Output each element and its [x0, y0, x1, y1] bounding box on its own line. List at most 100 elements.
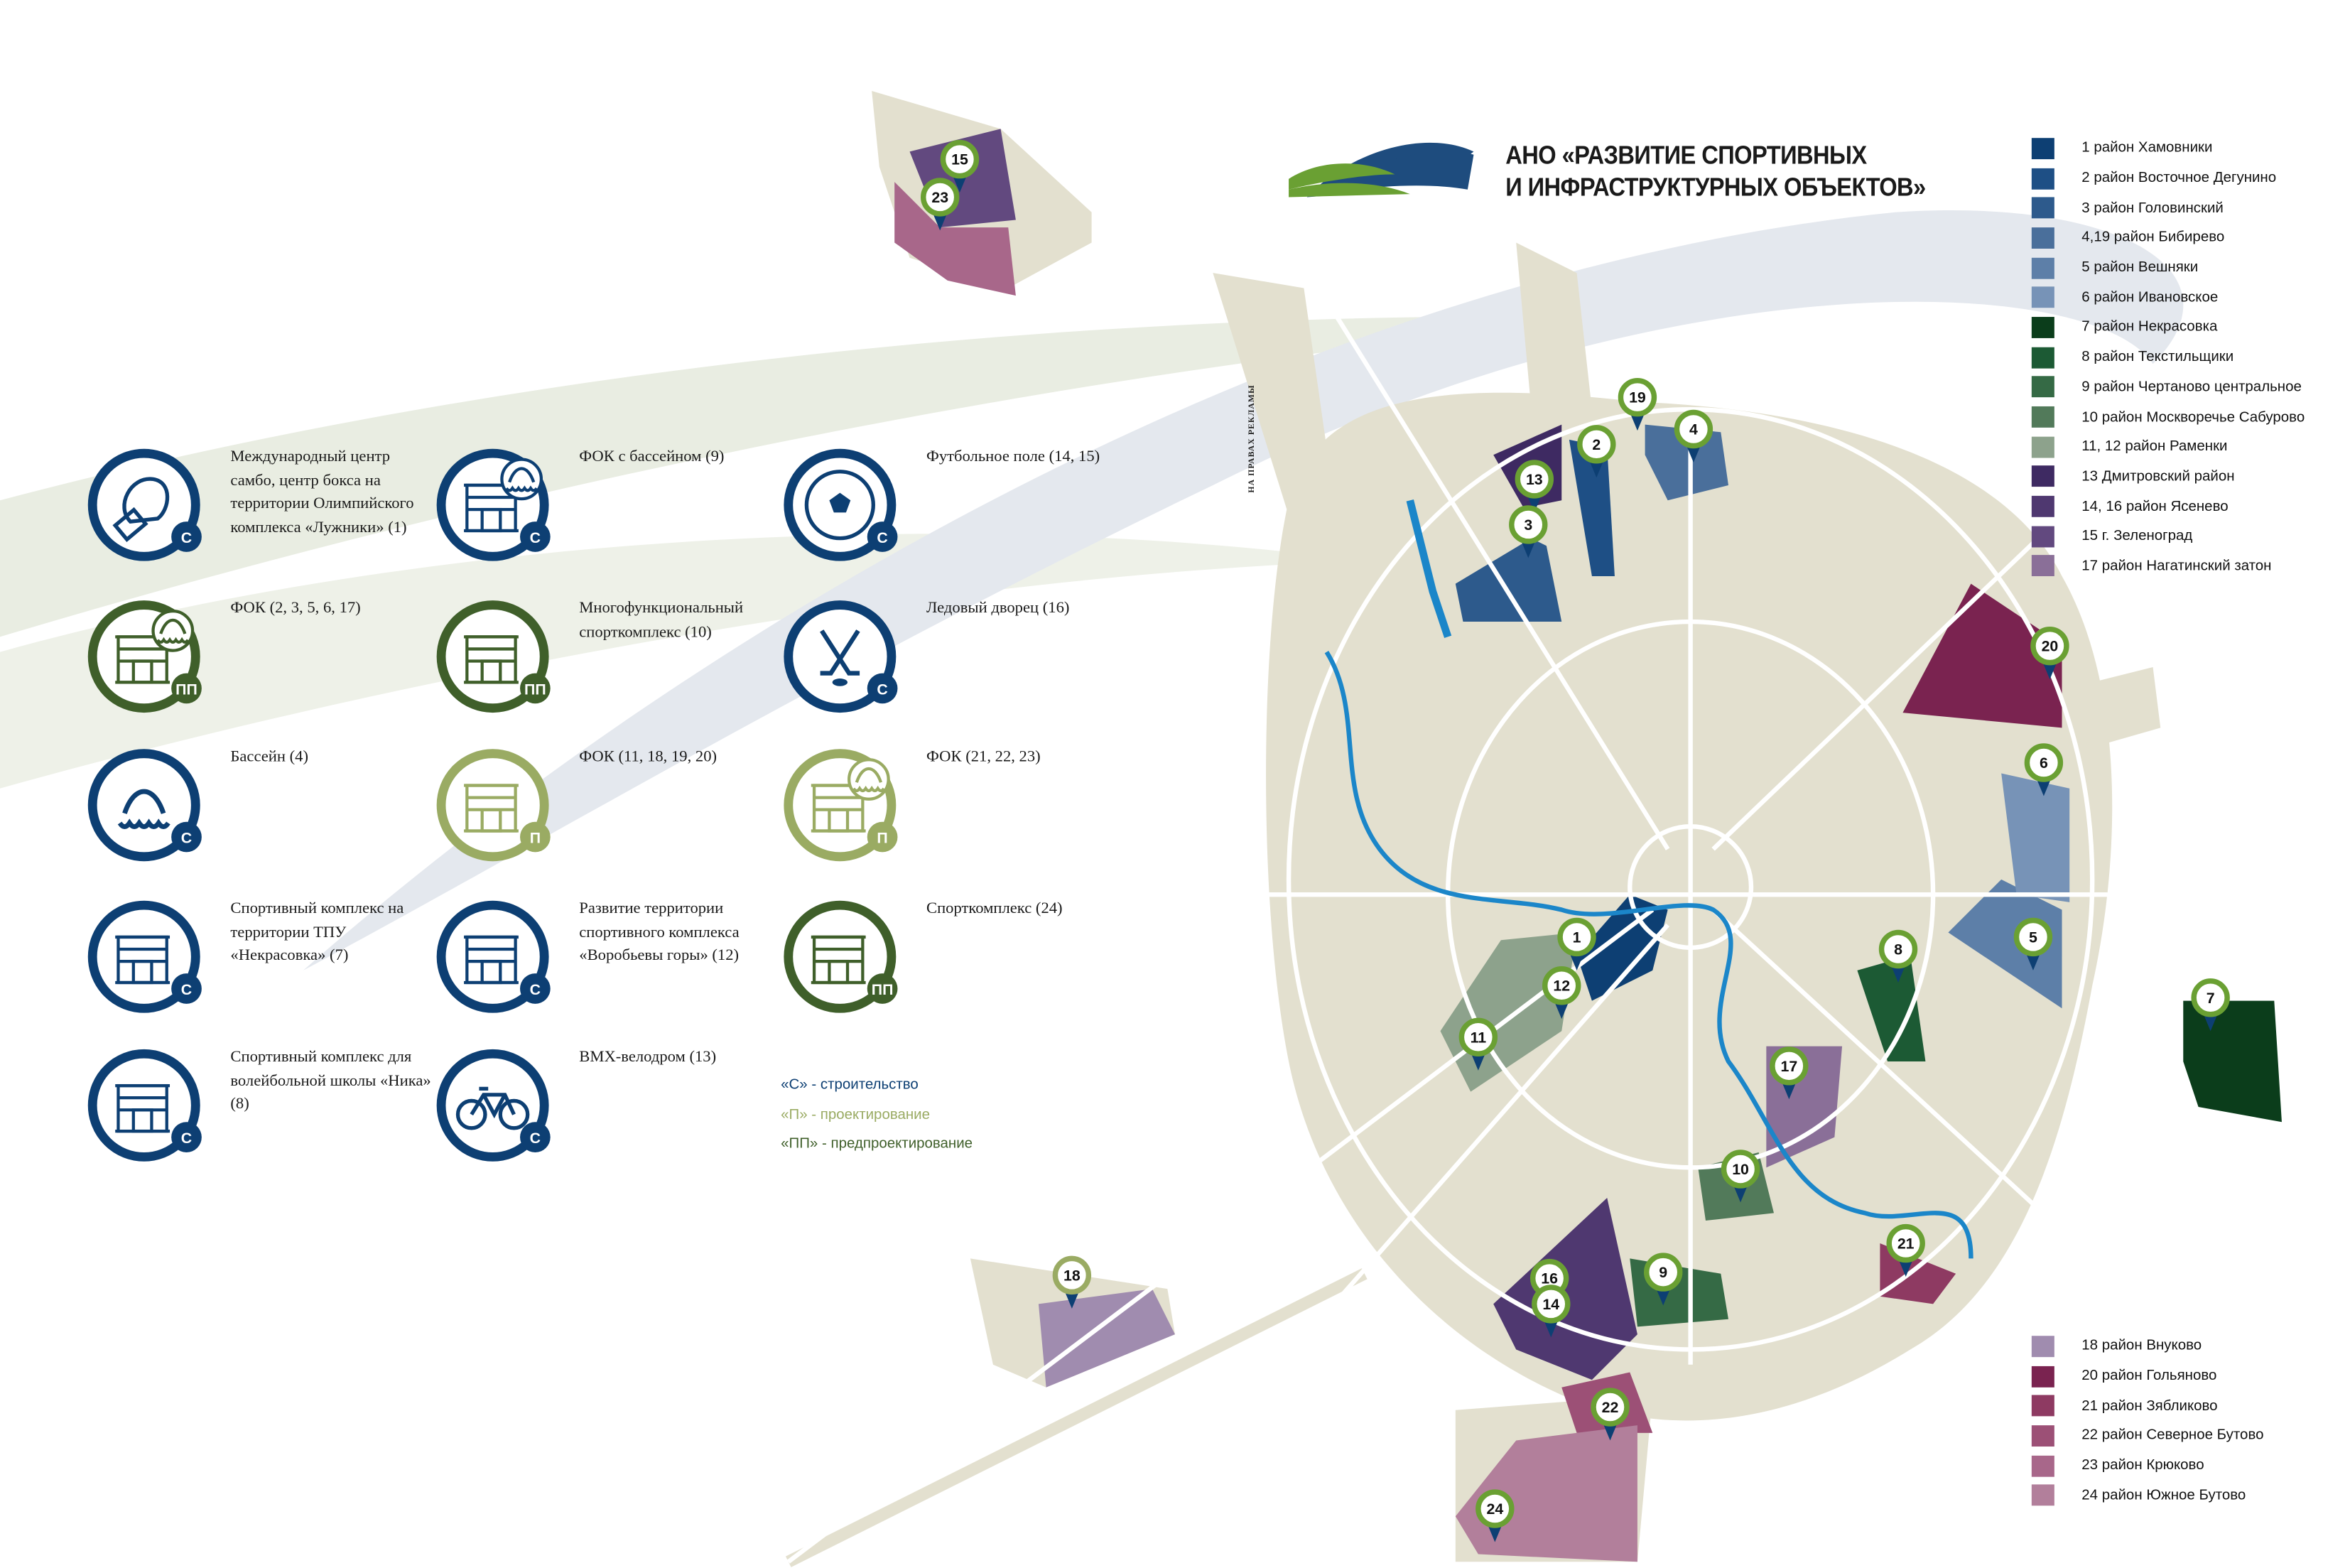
map-pin-20[interactable]: 20 [2030, 626, 2069, 680]
building-icon: ПП [433, 598, 551, 715]
map-pin-4[interactable]: 4 [1674, 409, 1713, 463]
legend-swatch [2031, 286, 2054, 308]
swoosh-green [0, 316, 1668, 637]
map-pin-3[interactable]: 3 [1509, 505, 1548, 558]
legend-swatch [2031, 556, 2054, 577]
legend-label: 9 район Чертаново центральное [2081, 379, 2302, 396]
legend-label: 6 район Ивановское [2081, 289, 2219, 306]
svg-text:9: 9 [1659, 1264, 1667, 1281]
status-legend: «С» - строительство«П» - проектирование«… [781, 1071, 973, 1159]
ano-logo [1289, 142, 1474, 198]
legend-item: 17 район Нагатинский затон [2031, 551, 2305, 581]
map-pin-5[interactable]: 5 [2013, 917, 2053, 970]
map-pin-10[interactable]: 10 [1721, 1150, 1760, 1203]
legend-label: 5 район Вешняки [2081, 259, 2199, 276]
map-pin-11[interactable]: 11 [1458, 1017, 1498, 1071]
map-pin-8[interactable]: 8 [1878, 929, 1918, 983]
legend-swatch [2031, 197, 2054, 219]
title-line-1: АНО «РАЗВИТИЕ СПОРТИВНЫХ [1505, 141, 1867, 171]
legend-swatch [2031, 1454, 2054, 1476]
status-legend-item: «С» - строительство [781, 1076, 919, 1093]
legend-label: 17 район Нагатинский затон [2081, 558, 2272, 575]
legend-label: 13 Дмитровский район [2081, 468, 2235, 485]
legend-item: 5 район Вешняки [2031, 253, 2305, 283]
legend-item: 6 район Ивановское [2031, 283, 2305, 313]
map-pin-6[interactable]: 6 [2024, 743, 2064, 796]
map-pin-1[interactable]: 1 [1557, 917, 1596, 970]
football-icon: С [781, 445, 899, 563]
facility-label: Спортивный комплекс на территории ТПУ «Н… [230, 900, 404, 965]
svg-text:С: С [530, 1130, 541, 1147]
legend-item: 4,19 район Бибирево [2031, 223, 2305, 253]
building-pool-icon: ПП [85, 598, 203, 715]
legend-label: 23 район Крюково [2081, 1457, 2204, 1474]
svg-text:12: 12 [1553, 978, 1570, 995]
legend-label: 2 район Восточное Дегунино [2081, 170, 2277, 187]
map-pin-12[interactable]: 12 [1542, 966, 1581, 1020]
legend-swatch [2031, 346, 2054, 368]
legend-item: 18 район Внуково [2031, 1331, 2264, 1361]
legend-swatch [2031, 1424, 2054, 1447]
svg-text:8: 8 [1894, 941, 1902, 958]
facility-label: BMX-велодром (13) [579, 1049, 717, 1066]
building-icon: С [433, 897, 551, 1015]
legend-swatch [2031, 256, 2054, 279]
map-pin-23[interactable]: 23 [920, 178, 960, 231]
map-pin-7[interactable]: 7 [2191, 978, 2230, 1032]
svg-text:19: 19 [1629, 389, 1646, 406]
map-pin-18[interactable]: 18 [1052, 1255, 1092, 1309]
svg-text:П: П [530, 830, 541, 847]
svg-text:3: 3 [1524, 517, 1532, 534]
svg-text:11: 11 [1471, 1029, 1487, 1046]
svg-text:17: 17 [1780, 1058, 1797, 1075]
map-pin-13[interactable]: 13 [1515, 460, 1554, 513]
map-pin-15[interactable]: 15 [940, 139, 980, 193]
legend-item: 20 район Гольяново [2031, 1361, 2264, 1391]
legend-label: 18 район Внуково [2081, 1338, 2202, 1355]
legend-swatch [2031, 406, 2054, 428]
map-pin-24[interactable]: 24 [1475, 1489, 1515, 1542]
legend-swatch [2031, 1484, 2054, 1506]
facility-label: ФОК (21, 22, 23) [926, 749, 1041, 766]
status-legend-item: «ПП» - предпроектирование [781, 1135, 973, 1152]
moskva-river [1324, 651, 1973, 1259]
legend-item: 24 район Южное Бутово [2031, 1481, 2264, 1510]
bicycle-icon: С [433, 1047, 551, 1164]
swoosh-green-2 [0, 534, 1365, 789]
svg-text:18: 18 [1063, 1267, 1081, 1284]
svg-text:6: 6 [2040, 755, 2048, 772]
map-pin-21[interactable]: 21 [1886, 1223, 1925, 1277]
building-icon: П [433, 746, 551, 864]
svg-text:21: 21 [1897, 1236, 1915, 1253]
map-pin-14[interactable]: 14 [1532, 1285, 1571, 1338]
building-icon: С [85, 897, 203, 1015]
map-pin-2[interactable]: 2 [1577, 425, 1616, 478]
map-pin-22[interactable]: 22 [1591, 1388, 1630, 1441]
legend-label: 14, 16 район Ясенево [2081, 498, 2229, 515]
map-pin-17[interactable]: 17 [1770, 1047, 1809, 1100]
boxing-glove-icon: С [85, 445, 203, 563]
legend-swatch [2031, 227, 2054, 249]
svg-text:С: С [181, 981, 192, 998]
map-pin-9[interactable]: 9 [1644, 1253, 1683, 1306]
legend-item: 15 г. Зеленоград [2031, 521, 2305, 551]
svg-text:С: С [181, 1130, 192, 1147]
svg-text:П: П [877, 830, 887, 847]
legend-label: 7 район Некрасовка [2081, 319, 2218, 336]
legend-swatch [2031, 1335, 2054, 1357]
legend-swatch [2031, 167, 2054, 189]
svg-text:10: 10 [1732, 1161, 1749, 1178]
map-pin-19[interactable]: 19 [1618, 377, 1657, 431]
facility-label: Ледовый дворец (16) [926, 600, 1070, 617]
legend-swatch [2031, 466, 2054, 487]
building-icon: ПП [781, 897, 899, 1015]
svg-text:24: 24 [1486, 1501, 1503, 1518]
